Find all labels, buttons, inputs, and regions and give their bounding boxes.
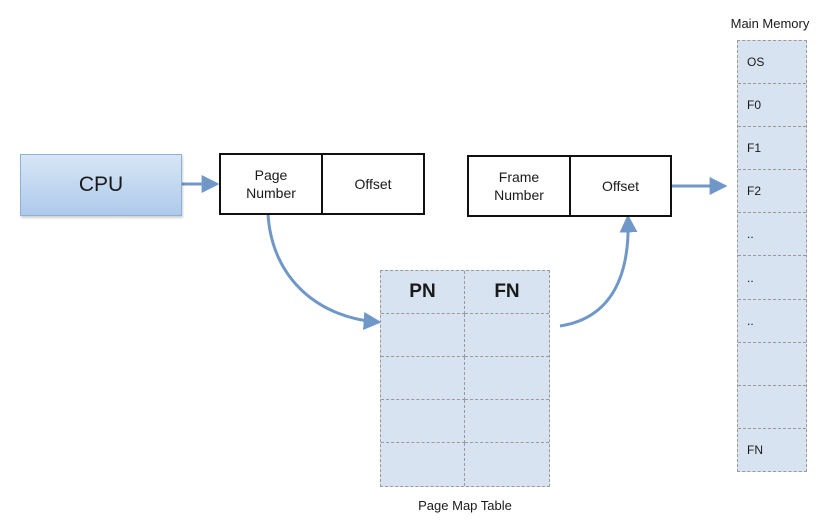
memory-row-ellipsis: .. [738, 213, 806, 257]
table-cell [381, 357, 465, 400]
table-cell [465, 400, 549, 443]
memory-row-ellipsis: .. [738, 300, 806, 343]
fn-header: FN [465, 271, 549, 314]
memory-row-os: OS [738, 41, 806, 85]
table-cell [465, 443, 549, 486]
memory-row-f2: F2 [738, 170, 806, 214]
memory-row-f0: F0 [738, 84, 806, 128]
logical-offset-cell: Offset [321, 155, 423, 213]
page-map-table-caption: Page Map Table [418, 498, 512, 513]
cpu-box: CPU [20, 154, 182, 216]
memory-row-f1: F1 [738, 127, 806, 171]
physical-offset-label: Offset [601, 178, 640, 194]
table-cell [465, 314, 549, 357]
frame-number-cell: Frame Number [469, 157, 569, 215]
table-cell [381, 443, 465, 486]
pn-header: PN [381, 271, 465, 314]
page-number-label: Page Number [246, 167, 296, 201]
memory-row-ellipsis: .. [738, 256, 806, 300]
logical-offset-label: Offset [354, 176, 392, 192]
table-cell [381, 400, 465, 443]
main-memory: OS F0 F1 F2 .. .. .. FN [737, 40, 807, 472]
frame-number-label: Frame Number [494, 169, 544, 203]
page-map-table: PN FN [380, 270, 550, 487]
memory-row-fn: FN [747, 442, 763, 457]
logical-address-box: Page Number Offset [219, 153, 425, 215]
table-to-frame-arrow [559, 214, 638, 328]
cpu-label: CPU [78, 173, 124, 196]
memory-row-empty [738, 343, 806, 386]
physical-offset-cell: Offset [569, 157, 670, 215]
page-number-to-table-arrow [266, 213, 382, 330]
physical-address-box: Frame Number Offset [467, 155, 672, 217]
page-number-cell: Page Number [221, 155, 321, 213]
table-cell [465, 357, 549, 400]
table-cell [381, 314, 465, 357]
main-memory-title: Main Memory [730, 16, 810, 31]
memory-row-empty [738, 386, 806, 429]
